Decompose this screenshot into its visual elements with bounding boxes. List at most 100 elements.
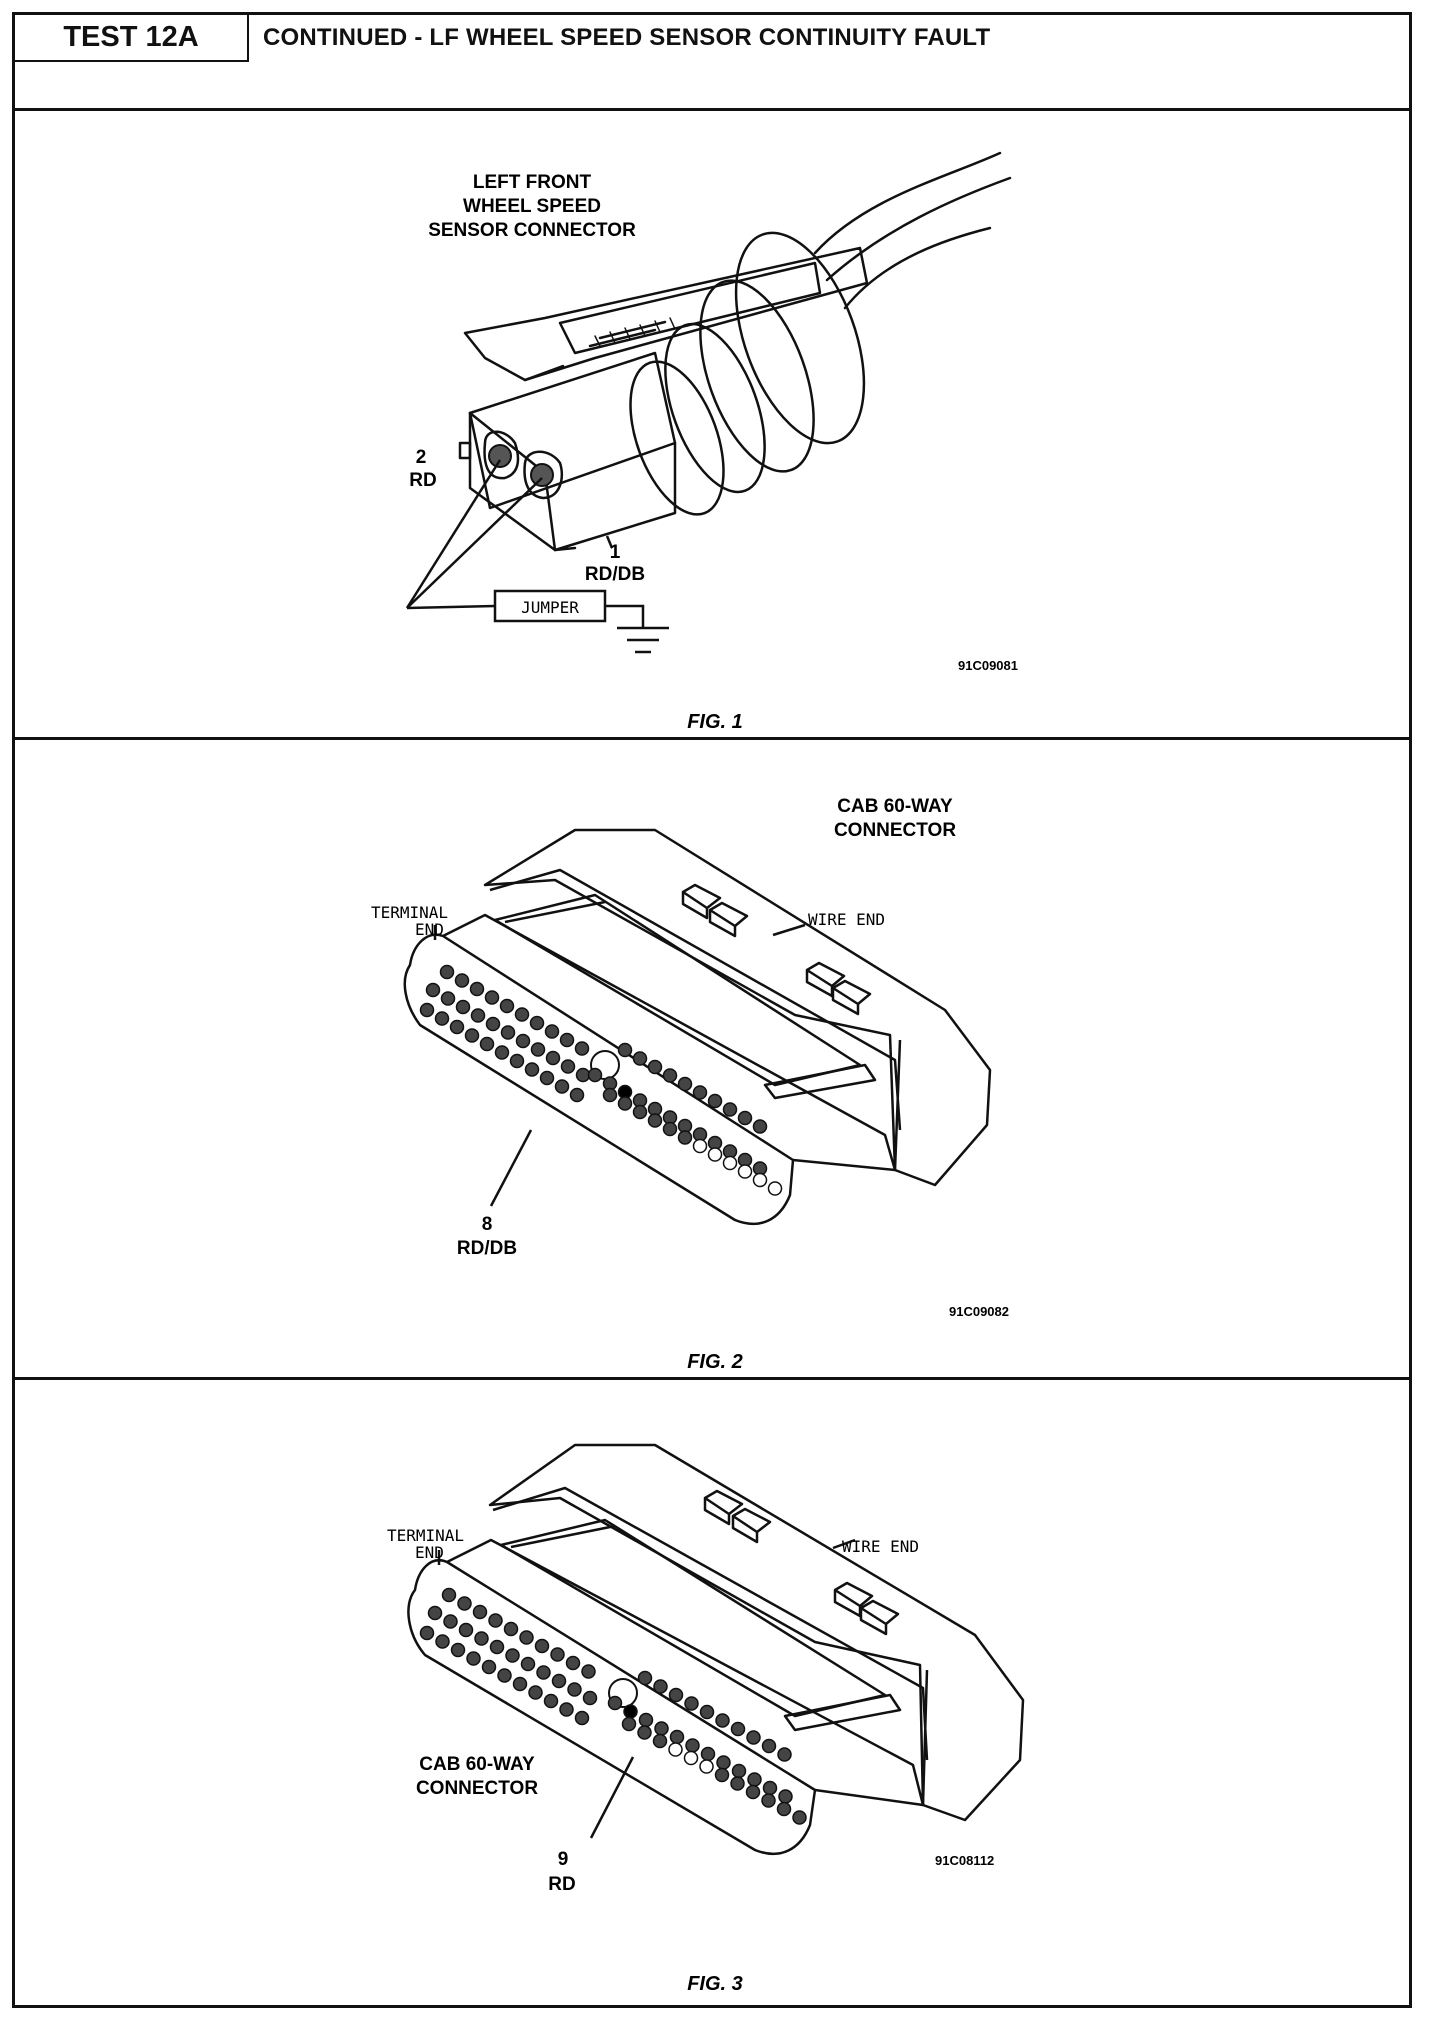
terminal-pin bbox=[574, 1710, 590, 1726]
terminal-pin bbox=[677, 1130, 693, 1145]
fig3-code: 91C08112 bbox=[935, 1853, 994, 1868]
jumper-label: JUMPER bbox=[521, 598, 579, 617]
terminal-pin bbox=[505, 1648, 520, 1663]
terminal-pin bbox=[581, 1664, 596, 1679]
terminal-pin bbox=[761, 1738, 777, 1754]
terminal-pin bbox=[472, 1604, 488, 1620]
terminal-pin bbox=[450, 1642, 466, 1658]
terminal-pin bbox=[567, 1682, 582, 1697]
pin-1-number: 1 bbox=[610, 542, 621, 563]
fig2-caption: FIG. 2 bbox=[687, 1351, 743, 1373]
terminal-pin bbox=[545, 1050, 561, 1066]
fig1-title-line-3: SENSOR CONNECTOR bbox=[428, 220, 636, 241]
terminal-pin bbox=[519, 1630, 534, 1645]
fig1-caption: FIG. 1 bbox=[687, 711, 743, 733]
terminal-pin bbox=[435, 1634, 450, 1649]
terminal-pin bbox=[777, 1747, 792, 1762]
terminal-pin bbox=[439, 964, 455, 980]
terminal-pin bbox=[699, 1704, 715, 1720]
terminal-pin bbox=[632, 1051, 648, 1066]
terminal-pin bbox=[745, 1784, 761, 1800]
fig2-code: 91C09082 bbox=[949, 1304, 1009, 1319]
pin-1-color: RD/DB bbox=[585, 564, 645, 585]
terminal-pin bbox=[469, 981, 485, 997]
terminal-pin bbox=[582, 1690, 598, 1706]
terminal-pin bbox=[752, 1172, 768, 1188]
terminal-pin bbox=[509, 1053, 525, 1069]
terminal-pin bbox=[653, 1679, 668, 1694]
terminal-pin bbox=[466, 1651, 481, 1666]
figure-2-panel: CAB 60-WAY CONNECTOR TERMINAL END WIRE E… bbox=[15, 740, 1409, 1380]
terminal-pin bbox=[559, 1702, 574, 1717]
terminal-pin bbox=[512, 1676, 528, 1692]
terminal-pin bbox=[434, 1011, 450, 1026]
fig3-terminal-line-2: END bbox=[415, 1543, 444, 1562]
terminal-pin bbox=[761, 1793, 776, 1808]
terminal-pin bbox=[499, 998, 515, 1014]
terminal-pin bbox=[716, 1755, 731, 1770]
terminal-pin bbox=[419, 1625, 435, 1641]
terminal-pin bbox=[677, 1076, 693, 1092]
terminal-pin bbox=[479, 1036, 495, 1052]
fig2-pin-color: RD/DB bbox=[457, 1238, 517, 1259]
cab-60-way-connector-drawing-fig2: CAB 60-WAY CONNECTOR TERMINAL END WIRE E… bbox=[371, 796, 1009, 1373]
terminal-pin bbox=[692, 1138, 708, 1154]
terminal-pin bbox=[464, 1028, 480, 1043]
terminal-pin bbox=[683, 1750, 699, 1766]
terminal-pin bbox=[707, 1093, 723, 1109]
terminal-pin bbox=[637, 1725, 652, 1740]
terminal-pin bbox=[554, 1079, 570, 1094]
fig3-terminal-line-1: TERMINAL bbox=[387, 1526, 464, 1545]
terminal-pin bbox=[637, 1670, 653, 1686]
terminal-pin bbox=[551, 1673, 567, 1689]
terminal-pin bbox=[722, 1155, 738, 1171]
terminal-pin bbox=[528, 1685, 543, 1700]
terminal-pin bbox=[515, 1033, 531, 1049]
terminal-pin bbox=[440, 991, 456, 1006]
terminal-pin bbox=[737, 1110, 753, 1126]
terminal-pin bbox=[737, 1164, 753, 1179]
fig2-title-line-2: CONNECTOR bbox=[834, 820, 956, 841]
terminal-pin bbox=[647, 1059, 663, 1075]
terminal-pin bbox=[715, 1713, 730, 1728]
terminal-pin bbox=[668, 1687, 684, 1703]
terminal-pin bbox=[560, 1059, 576, 1074]
terminal-pin bbox=[503, 1621, 519, 1637]
terminal-pin bbox=[454, 973, 470, 988]
terminal-pin bbox=[474, 1631, 489, 1646]
terminal-pin bbox=[534, 1638, 550, 1654]
terminal-pin bbox=[587, 1067, 603, 1083]
terminal-pin bbox=[569, 1087, 585, 1103]
terminal-pin bbox=[485, 1016, 501, 1032]
highlighted-terminal-pin bbox=[623, 1704, 638, 1719]
terminal-pin bbox=[638, 1712, 654, 1728]
terminal-pin bbox=[722, 1102, 738, 1117]
terminal-pin bbox=[543, 1693, 559, 1709]
terminal-pin bbox=[530, 1042, 546, 1057]
terminal-pin bbox=[575, 1067, 591, 1083]
fig2-terminal-line-2: END bbox=[415, 920, 444, 939]
test-id-box: TEST 12A bbox=[15, 15, 249, 62]
terminal-pin bbox=[778, 1789, 793, 1804]
fig2-wire-end: WIRE END bbox=[808, 910, 885, 929]
pin-2-number: 2 bbox=[416, 447, 427, 468]
terminal-pin bbox=[484, 990, 500, 1005]
terminal-pin bbox=[647, 1113, 663, 1128]
terminal-pin bbox=[574, 1041, 590, 1056]
terminal-pin bbox=[481, 1659, 497, 1675]
terminal-pin bbox=[684, 1696, 699, 1711]
terminal-pin bbox=[662, 1121, 678, 1137]
terminal-pin bbox=[668, 1742, 683, 1757]
terminal-pin bbox=[792, 1810, 807, 1825]
fig2-pin-number: 8 bbox=[482, 1214, 493, 1235]
terminal-pin bbox=[617, 1042, 633, 1058]
terminal-pin bbox=[632, 1104, 648, 1120]
terminal-pin bbox=[449, 1019, 465, 1035]
terminal-pin bbox=[425, 982, 441, 998]
terminal-pin bbox=[746, 1730, 761, 1745]
fig3-wire-end: WIRE END bbox=[842, 1537, 919, 1556]
terminal-pin bbox=[714, 1767, 730, 1783]
terminal-pin bbox=[752, 1119, 768, 1134]
terminal-pin bbox=[458, 1622, 474, 1638]
terminal-pin bbox=[602, 1087, 618, 1103]
